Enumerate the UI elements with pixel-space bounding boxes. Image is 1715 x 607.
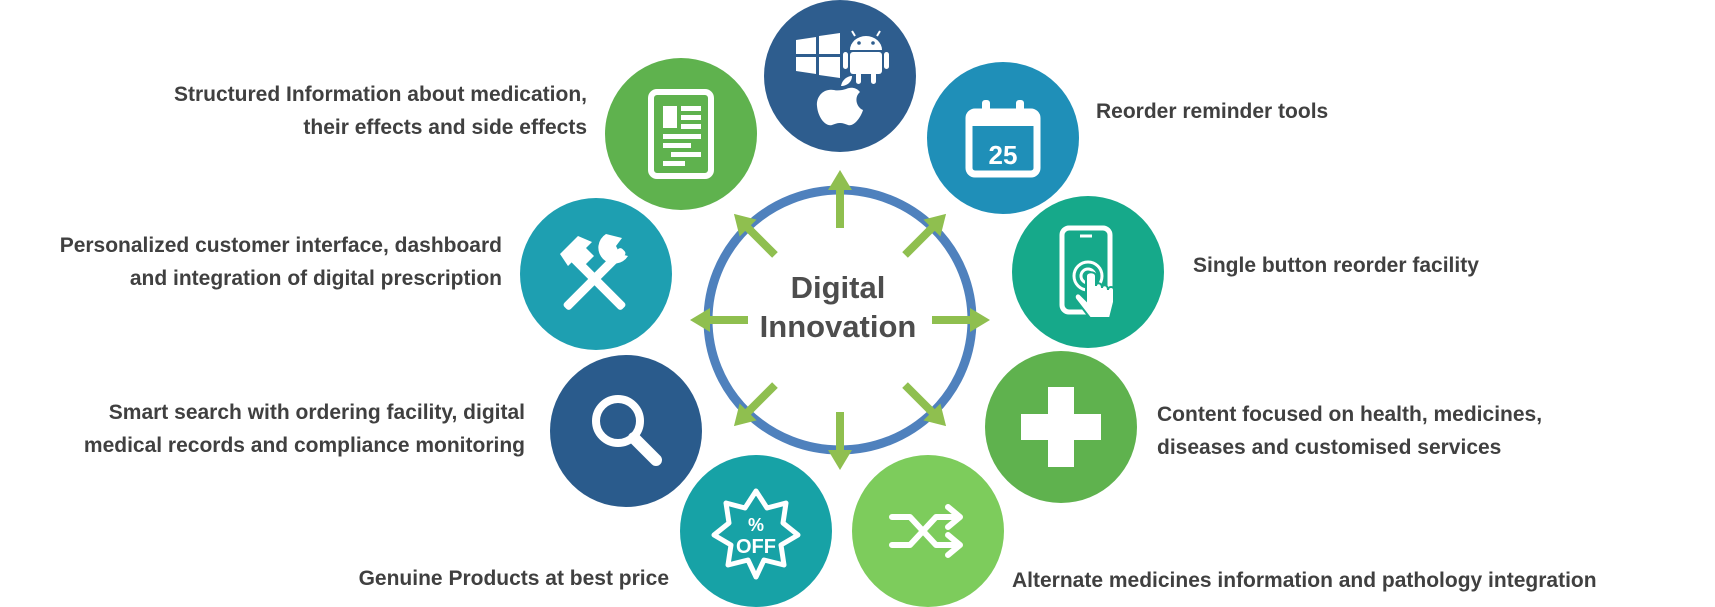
label-structured-info: Structured Information about medication,…: [174, 78, 587, 144]
label-content-line2: diseases and customised services: [1157, 436, 1502, 459]
label-personalized-line1: Personalized customer interface, dashboa…: [59, 234, 502, 257]
label-reminder: Reorder reminder tools: [1096, 95, 1328, 128]
arrow-down: [828, 412, 852, 470]
arrow-right: [932, 308, 990, 332]
label-single-button: Single button reorder facility: [1193, 249, 1479, 282]
node-personalized: [520, 198, 672, 350]
label-structured-info-line2: their effects and side effects: [303, 116, 587, 139]
label-alternate-line1: Alternate medicines information and path…: [1012, 569, 1597, 592]
plus-cross-icon: [1021, 387, 1101, 467]
arrow-down-left: [733, 382, 778, 427]
arrow-down-right: [902, 382, 947, 427]
label-personalized: Personalized customer interface, dashboa…: [60, 229, 502, 295]
calendar-day: 25: [989, 140, 1018, 170]
document-icon: [648, 89, 714, 179]
label-content: Content focused on health, medicines, di…: [1157, 398, 1542, 464]
label-personalized-line2: and integration of digital prescription: [129, 267, 502, 290]
arrow-up-right: [902, 213, 947, 258]
center-title: Digital Innovation: [738, 268, 938, 346]
windows-android-apple-icon: [796, 30, 889, 126]
node-platforms: [764, 0, 916, 152]
magnifier-icon: [592, 395, 662, 466]
badge-off: OFF: [736, 536, 776, 558]
label-structured-info-line1: Structured Information about medication,: [173, 83, 587, 106]
label-genuine-line1: Genuine Products at best price: [358, 567, 669, 590]
center-title-line1: Digital: [790, 270, 886, 305]
arrow-up-left: [733, 213, 778, 258]
badge-percent: %: [748, 515, 764, 535]
calendar-icon: 25: [965, 100, 1041, 178]
label-smart-search: Smart search with ordering facility, dig…: [84, 396, 525, 462]
node-structured-info: [605, 58, 757, 210]
touch-phone-icon: [1059, 225, 1115, 319]
node-smart-search: [550, 355, 702, 507]
node-genuine: % OFF: [680, 455, 832, 607]
label-single-button-line1: Single button reorder facility: [1193, 254, 1479, 277]
label-reminder-line1: Reorder reminder tools: [1096, 100, 1329, 123]
arrow-left: [690, 308, 748, 332]
label-smart-search-line2: medical records and compliance monitorin…: [83, 434, 525, 457]
node-content: [985, 351, 1137, 503]
shuffle-icon: [889, 504, 963, 558]
hammer-wrench-icon: [560, 234, 628, 310]
arrow-up: [828, 170, 852, 228]
label-content-line1: Content focused on health, medicines,: [1157, 403, 1543, 426]
node-single-button: [1012, 196, 1164, 348]
percent-off-badge-icon: % OFF: [711, 488, 801, 580]
label-alternate: Alternate medicines information and path…: [1012, 564, 1597, 597]
center-title-line2: Innovation: [759, 309, 917, 344]
label-genuine: Genuine Products at best price: [359, 562, 669, 595]
node-alternate: [852, 455, 1004, 607]
node-reminder: 25: [927, 62, 1079, 214]
label-smart-search-line1: Smart search with ordering facility, dig…: [108, 401, 525, 424]
